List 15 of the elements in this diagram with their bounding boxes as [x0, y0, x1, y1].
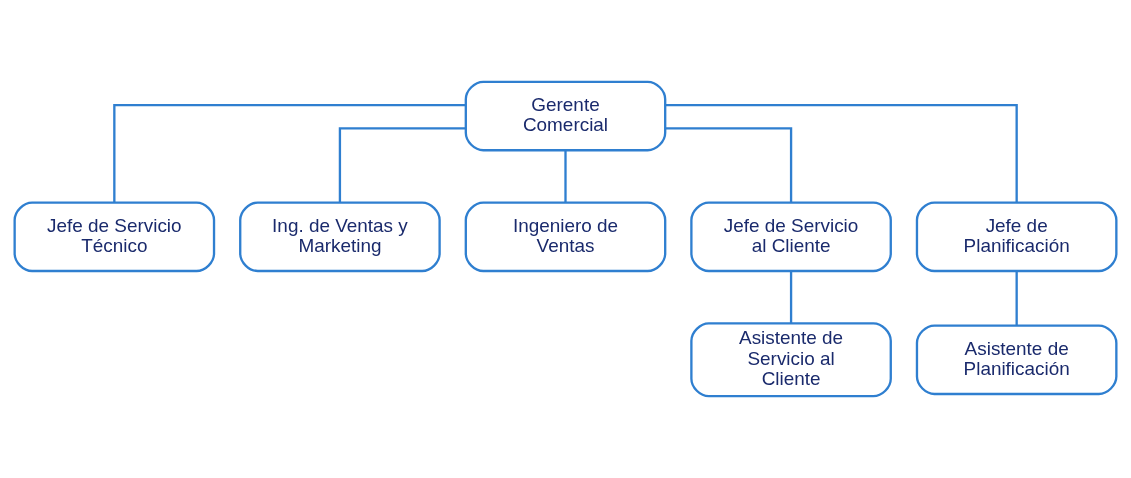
connector — [1015, 271, 1018, 326]
node-box: Ing. de Ventas y Marketing — [239, 201, 441, 273]
node-box: Asistente de Planificación — [915, 324, 1118, 396]
node-box: Gerente Comercial — [464, 80, 667, 152]
node-box: Jefe de Servicio Técnico — [13, 201, 216, 273]
node-box: Asistente de Servicio al Cliente — [690, 322, 892, 398]
connector — [789, 271, 793, 324]
connector — [564, 150, 567, 203]
connector — [338, 127, 466, 203]
connector — [665, 127, 793, 203]
connector — [665, 103, 1018, 203]
node-box: Ingeniero de Ventas — [464, 201, 667, 273]
connector — [113, 103, 466, 203]
node-box: Jefe de Servicio al Cliente — [690, 201, 892, 273]
node-box: Jefe de Planificación — [915, 201, 1118, 273]
